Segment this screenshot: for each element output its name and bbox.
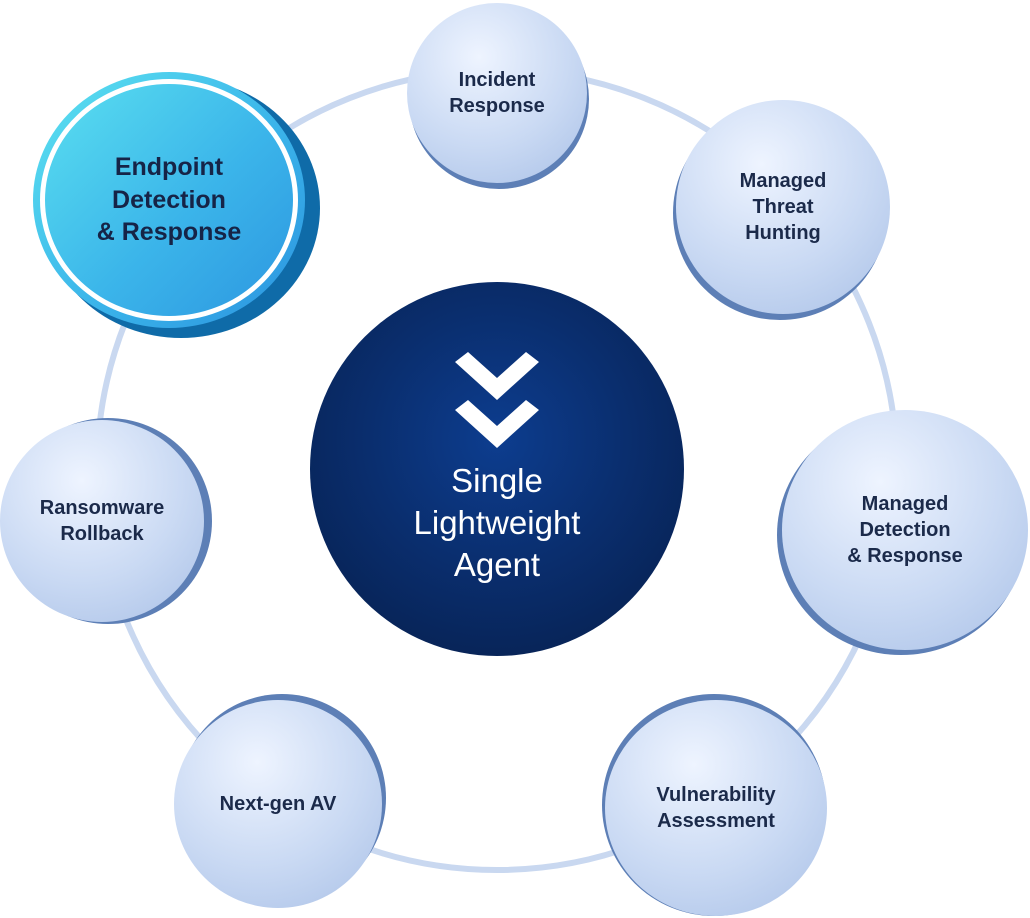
incident-response-line-1: Incident — [458, 69, 536, 91]
ransomware-rollback-line-1: Ransomware — [39, 497, 165, 519]
endpoint-detection-response-inner-ring — [40, 79, 298, 321]
managed-detection-response-line-1: Managed — [861, 493, 949, 515]
center-agent-node: Single Lightweight Agent — [310, 282, 684, 656]
vulnerability-assessment-label: Vulnerability Assessment — [656, 782, 775, 834]
managed-detection-response-line-3: & Response — [847, 545, 963, 567]
managed-detection-response-line-2: Detection — [859, 519, 951, 541]
next-gen-av-node: Next-gen AV — [174, 700, 382, 908]
center-agent-title: Single Lightweight Agent — [414, 460, 581, 587]
managed-detection-response-node: Managed Detection & Response — [782, 410, 1028, 650]
center-title-line-3: Agent — [453, 546, 541, 584]
ransomware-rollback-label: Ransomware Rollback — [40, 495, 165, 547]
managed-detection-response-label: Managed Detection & Response — [847, 491, 963, 569]
center-title-line-2: Lightweight — [413, 503, 581, 541]
endpoint-detection-response-node: Endpoint Detection & Response — [33, 72, 305, 328]
managed-threat-hunting-line-3: Hunting — [745, 222, 821, 244]
managed-threat-hunting-node: Managed Threat Hunting — [676, 100, 890, 314]
next-gen-av-label: Next-gen AV — [220, 791, 337, 817]
center-title-line-1: Single — [451, 461, 543, 499]
center-agent-content: Single Lightweight Agent — [414, 351, 581, 587]
vulnerability-assessment-node: Vulnerability Assessment — [605, 700, 827, 916]
vulnerability-assessment-line-1: Vulnerability — [656, 784, 776, 806]
next-gen-av-line-1: Next-gen AV — [219, 793, 337, 815]
incident-response-line-2: Response — [449, 95, 545, 117]
double-chevron-down-icon — [454, 351, 539, 448]
vulnerability-assessment-line-2: Assessment — [657, 810, 775, 832]
incident-response-node: Incident Response — [407, 3, 587, 183]
managed-threat-hunting-line-2: Threat — [752, 196, 814, 218]
ransomware-rollback-node: Ransomware Rollback — [0, 420, 204, 622]
managed-threat-hunting-label: Managed Threat Hunting — [740, 168, 827, 246]
incident-response-label: Incident Response — [449, 67, 545, 119]
ransomware-rollback-line-2: Rollback — [60, 523, 144, 545]
managed-threat-hunting-line-1: Managed — [739, 170, 827, 192]
